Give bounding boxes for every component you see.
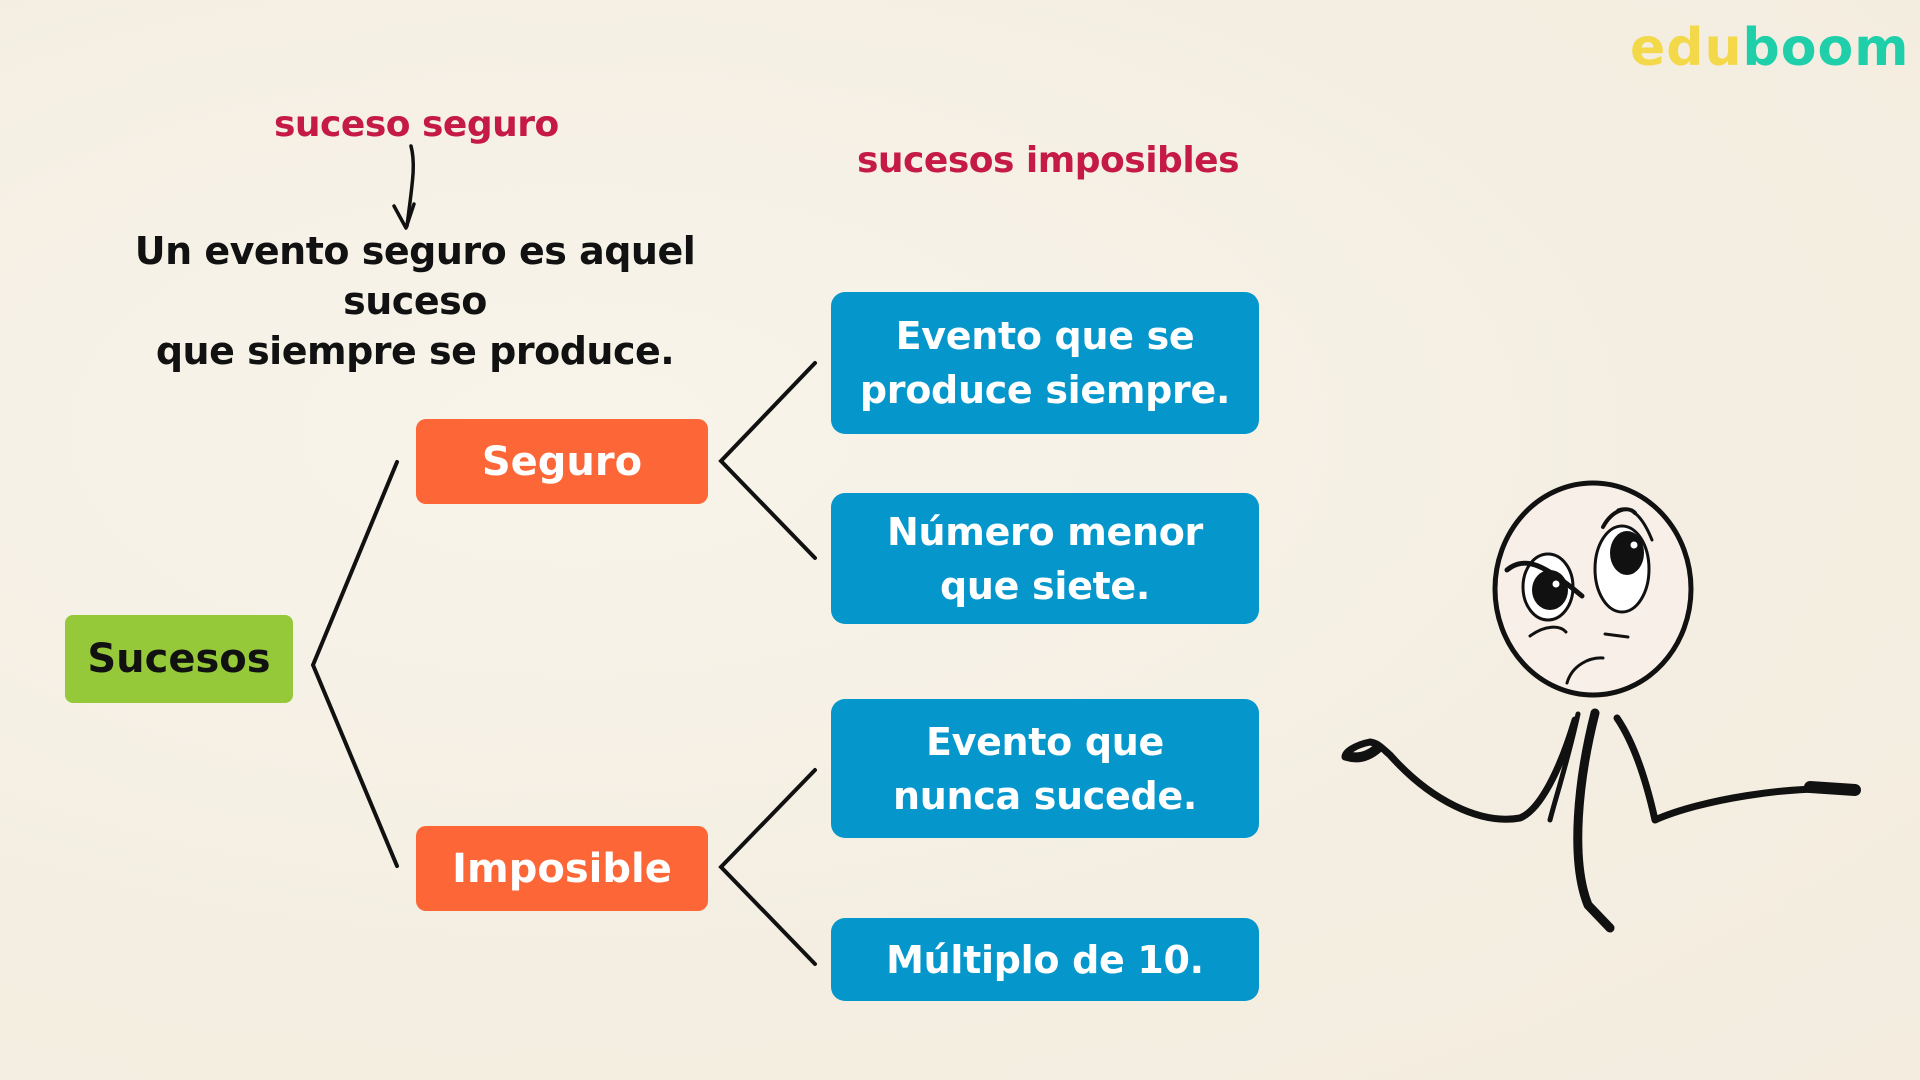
logo-edu: edu	[1630, 18, 1743, 78]
branch-node-seguro: Seguro	[416, 419, 708, 504]
branch-node-imposible: Imposible	[416, 826, 708, 911]
branch-node-label: Imposible	[452, 845, 672, 892]
root-node-label: Sucesos	[87, 636, 271, 682]
leaf-node-seguro-1: Evento que se produce siempre.	[831, 292, 1259, 434]
definition-line-1: Un evento seguro es aquel suceso	[134, 229, 696, 323]
imposible-bracket	[718, 768, 817, 966]
leaf-line-2: nunca sucede.	[892, 773, 1198, 818]
leaf-node-seguro-2: Número menor que siete.	[831, 493, 1259, 624]
seguro-bracket	[718, 361, 817, 560]
leaf-node-imposible-1: Evento que nunca sucede.	[831, 699, 1259, 838]
confused-character-illustration	[1341, 480, 1861, 933]
certain-event-label: suceso seguro	[274, 104, 559, 145]
root-bracket	[310, 460, 399, 868]
leaf-line-2: que siete.	[939, 563, 1151, 608]
impossible-events-label: sucesos imposibles	[857, 140, 1240, 181]
leaf-line-1: Número menor	[887, 509, 1203, 554]
definition-line-2: que siempre se produce.	[155, 329, 675, 373]
branch-node-label: Seguro	[481, 438, 643, 485]
definition-text: Un evento seguro es aquel suceso que sie…	[70, 226, 760, 376]
leaf-line-1: Evento que	[925, 719, 1165, 764]
root-node-sucesos: Sucesos	[65, 615, 293, 703]
eduboom-logo: eduboom	[1630, 22, 1909, 74]
down-arrow-icon	[392, 144, 416, 230]
leaf-line-2: produce siempre.	[859, 368, 1231, 412]
leaf-line-1: Múltiplo de 10.	[886, 937, 1204, 982]
logo-boom: boom	[1742, 18, 1910, 78]
leaf-node-imposible-2: Múltiplo de 10.	[831, 918, 1259, 1001]
leaf-line-1: Evento que se	[895, 314, 1195, 358]
